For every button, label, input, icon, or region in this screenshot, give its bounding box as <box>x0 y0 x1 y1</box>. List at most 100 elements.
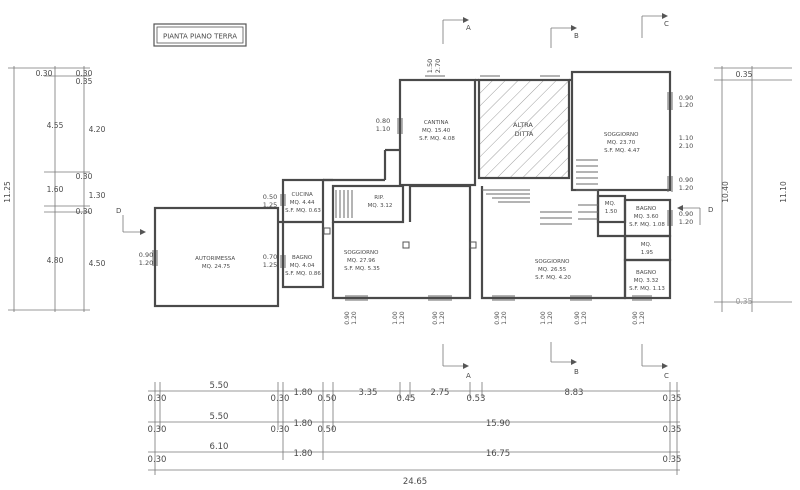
int-dim-13: 0.50 <box>263 193 277 201</box>
win-dim-5: 0.90 <box>432 311 439 325</box>
int-dim-7: 1.10 <box>679 134 693 142</box>
left-dim-inner-2: 0.35 <box>76 77 93 86</box>
int-dim-6: 1.20 <box>679 101 693 109</box>
left-dim-inner-6: 0.30 <box>76 207 93 216</box>
room-bagno-right: BAGNO MQ. 3.32 S.F. MQ. 1.13 <box>629 270 665 292</box>
win-dim-3: 1.00 <box>392 311 399 325</box>
right-dim-inner-1: 10.40 <box>721 181 730 203</box>
section-mark-c-top: C <box>664 20 669 28</box>
room-labels: CANTINA MQ. 15.40 S.F. MQ. 4.08 ALTRA DI… <box>195 120 665 292</box>
bottom-dim-r2-3: 0.30 <box>271 425 290 435</box>
win-dim-6: 1.20 <box>439 311 446 325</box>
int-dim-16: 1.25 <box>263 261 277 269</box>
int-dim-3: 0.80 <box>376 117 390 125</box>
bottom-dim-r2-6: 15.90 <box>486 419 510 429</box>
mq-right-outline <box>623 234 672 262</box>
altra-ditta-area <box>477 78 571 180</box>
cucina-bagno-outline <box>281 178 325 289</box>
interior-dimensions: 1.50 2.70 0.80 1.10 0.90 1.20 1.10 2.10 … <box>139 59 693 269</box>
win-dim-14: 1.20 <box>639 311 646 325</box>
left-dim-inner-3: 4.20 <box>89 125 106 134</box>
left-dim-outer-1: 0.30 <box>36 69 53 78</box>
win-dim-9: 1.00 <box>540 311 547 325</box>
bottom-dim-r2-5: 0.50 <box>318 425 337 435</box>
section-mark-d-right: D <box>708 206 713 214</box>
bottom-window-dimensions: 0.90 1.20 1.00 1.20 0.90 1.20 0.90 1.20 … <box>344 311 646 325</box>
int-dim-2: 2.70 <box>434 59 442 73</box>
bottom-dim-r1-10: 8.83 <box>565 388 584 398</box>
left-dim-inner-5: 1.30 <box>89 191 106 200</box>
bagno-right-outline <box>623 258 672 300</box>
left-dim-outer-4: 4.80 <box>47 256 64 265</box>
bottom-dim-r2-1: 0.30 <box>148 425 167 435</box>
room-soggiorno-center: SOGGIORNO MQ. 26.55 S.F. MQ. 4.20 <box>535 259 572 281</box>
win-dim-1: 0.90 <box>344 311 351 325</box>
bottom-dim-r3-5: 0.35 <box>663 455 682 465</box>
int-dim-12: 1.20 <box>679 218 693 226</box>
mq-small-outline <box>596 194 627 224</box>
bottom-dim-r1-7: 0.45 <box>397 394 416 404</box>
room-soggiorno-top-right: SOGGIORNO MQ. 23.70 S.F. MQ. 4.47 <box>604 132 641 154</box>
bottom-dim-r1-2: 5.50 <box>210 381 229 391</box>
section-mark-b-bottom: B <box>574 368 579 376</box>
section-mark-a-top: A <box>466 24 471 32</box>
room-soggiorno-left: SOGGIORNO MQ. 27.96 S.F. MQ. 5.35 <box>344 250 381 272</box>
left-dim-inner-7: 4.50 <box>89 259 106 268</box>
left-dim-outer-3: 1.60 <box>47 185 64 194</box>
autorimessa-outline <box>153 206 280 308</box>
win-dim-11: 0.90 <box>574 311 581 325</box>
bottom-dim-r3-4: 16.75 <box>486 449 510 459</box>
left-dimensions: 11.25 0.30 4.55 1.60 4.80 0.30 0.35 4.20… <box>3 66 106 312</box>
section-mark-b-top: B <box>574 32 579 40</box>
stairs <box>323 159 598 249</box>
int-dim-4: 1.10 <box>376 125 390 133</box>
bottom-dim-total: 24.65 <box>403 477 427 487</box>
bottom-dim-r1-9: 0.53 <box>467 394 486 404</box>
bottom-dim-r1-1: 0.30 <box>148 394 167 404</box>
bottom-dim-r1-6: 3.35 <box>359 388 378 398</box>
soggiorno-top-right-outline <box>570 70 672 192</box>
bottom-dim-r3-2: 6.10 <box>210 442 229 452</box>
room-rip: RIP. MQ. 3.12 <box>368 195 393 209</box>
bottom-dim-r3-1: 0.30 <box>148 455 167 465</box>
room-mq-small: MQ. 1.50 <box>605 201 618 215</box>
right-dimensions: 0.35 11.10 10.40 0.35 <box>714 66 792 312</box>
bottom-dim-r3-3: 1.80 <box>294 449 313 459</box>
bottom-dim-r1-3: 0.30 <box>271 394 290 404</box>
room-cantina: CANTINA MQ. 15.40 S.F. MQ. 4.08 <box>419 120 455 142</box>
int-dim-17: 0.90 <box>139 251 153 259</box>
int-dim-10: 1.20 <box>679 184 693 192</box>
int-dim-15: 0.70 <box>263 253 277 261</box>
left-dim-outer-2: 4.55 <box>47 121 64 130</box>
win-dim-13: 0.90 <box>632 311 639 325</box>
int-dim-1: 1.50 <box>426 59 434 73</box>
int-dim-5: 0.90 <box>679 94 693 102</box>
win-dim-4: 1.20 <box>399 311 406 325</box>
bottom-dim-r2-2: 5.50 <box>210 412 229 422</box>
bottom-dim-r1-4: 1.80 <box>294 388 313 398</box>
windows <box>152 75 673 301</box>
left-dim-inner-4: 0.30 <box>76 172 93 181</box>
section-marks: A B C A B C D D <box>116 13 713 380</box>
left-dim-total: 11.25 <box>3 181 12 203</box>
win-dim-8: 1.20 <box>501 311 508 325</box>
room-bagno-left: BAGNO MQ. 4.04 S.F. MQ. 0.86 <box>285 255 321 277</box>
right-dim-inner-2: 0.35 <box>736 297 753 306</box>
int-dim-9: 0.90 <box>679 176 693 184</box>
plan-title: PIANTA PIANO TERRA <box>163 33 237 41</box>
rip-outline <box>331 184 405 224</box>
win-dim-10: 1.20 <box>547 311 554 325</box>
room-cucina: CUCINA MQ. 4.44 S.F. MQ. 0.63 <box>285 192 321 214</box>
room-autorimessa: AUTORIMESSA MQ. 24.75 <box>195 256 237 270</box>
win-dim-7: 0.90 <box>494 311 501 325</box>
int-dim-18: 1.20 <box>139 259 153 267</box>
bottom-dim-r1-11: 0.35 <box>663 394 682 404</box>
bottom-dim-r1-5: 0.50 <box>318 394 337 404</box>
walls <box>153 70 672 308</box>
section-mark-d-left: D <box>116 207 121 215</box>
int-dim-14: 1.25 <box>263 201 277 209</box>
int-dim-11: 0.90 <box>679 210 693 218</box>
bottom-dimensions: 0.30 5.50 0.30 1.80 0.50 3.35 0.45 2.75 … <box>148 381 682 487</box>
room-bagno-mid: BAGNO MQ. 3.60 S.F. MQ. 1.08 <box>629 206 665 228</box>
